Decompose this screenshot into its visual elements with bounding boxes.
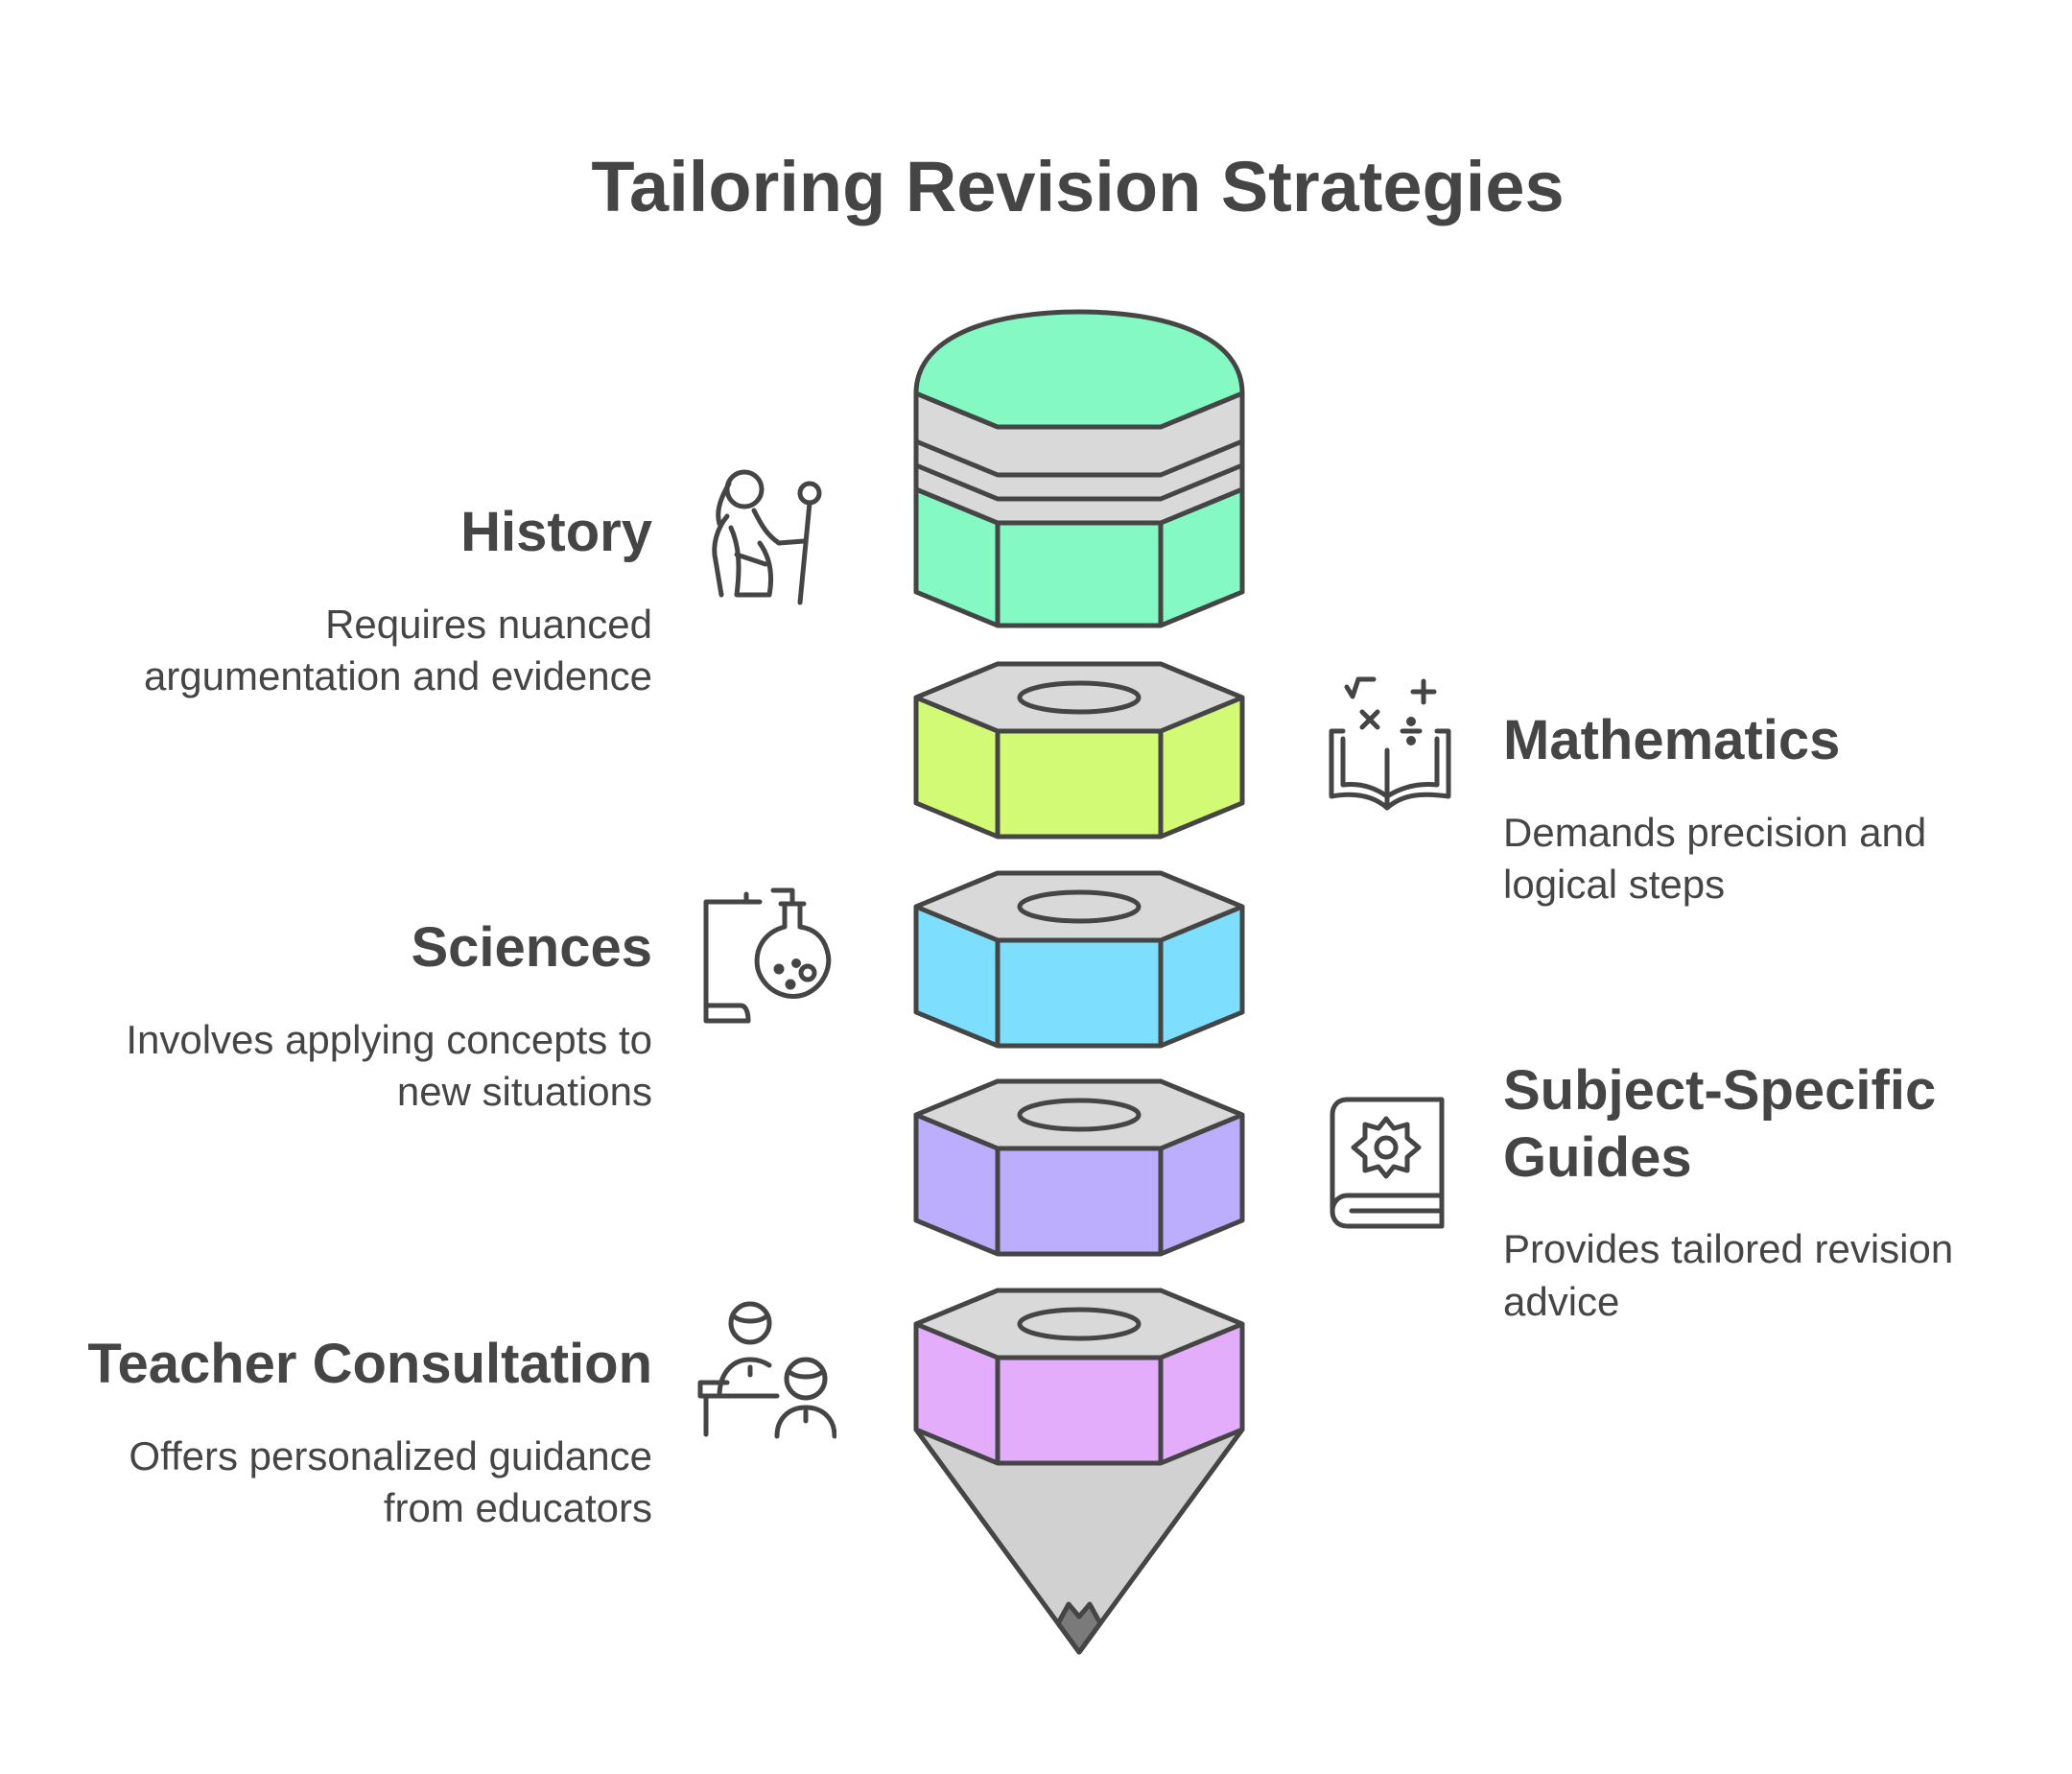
item-sciences: Sciences Involves applying concepts to n… xyxy=(19,914,652,1119)
item-heading: Mathematics xyxy=(1503,709,1841,771)
item-description: Involves applying concepts to new situat… xyxy=(126,1016,652,1115)
item-description: Requires nuanced argumentation and evide… xyxy=(143,601,652,699)
pencil-tip-point xyxy=(1055,1601,1103,1655)
item-subject-specific-guides: Subject-Specific Guides Provides tailore… xyxy=(1503,1057,2072,1328)
item-teacher-consultation: Teacher Consultation Offers personalized… xyxy=(19,1331,652,1535)
gear-book-icon xyxy=(1330,1097,1445,1229)
item-description: Offers personalized guidance from educat… xyxy=(129,1432,652,1531)
item-heading: Teacher Consultation xyxy=(87,1333,652,1395)
item-description: Provides tailored revision advice xyxy=(1503,1226,1954,1324)
item-history: History Requires nuanced argumentation a… xyxy=(19,499,652,703)
item-heading: History xyxy=(460,501,652,563)
item-heading: Sciences xyxy=(411,916,652,979)
pencil-segment-mathematics xyxy=(913,661,1245,840)
item-heading: Subject-Specific Guides xyxy=(1503,1059,1937,1189)
pencil-segment-teacher-consultation xyxy=(913,1288,1245,1466)
pencil-segment-history xyxy=(913,309,1245,628)
pencil-segment-sciences xyxy=(913,870,1245,1049)
teacher-student-icon xyxy=(697,1301,836,1439)
lab-flask-icon xyxy=(703,887,832,1024)
item-mathematics: Mathematics Demands precision and logica… xyxy=(1503,707,2072,911)
pencil-segment-subject-guides xyxy=(913,1078,1245,1257)
diagram-title: Tailoring Revision Strategies xyxy=(591,147,1565,226)
item-description: Demands precision and logical steps xyxy=(1503,809,1927,908)
math-book-icon xyxy=(1329,676,1451,811)
historical-figure-icon xyxy=(712,469,822,605)
